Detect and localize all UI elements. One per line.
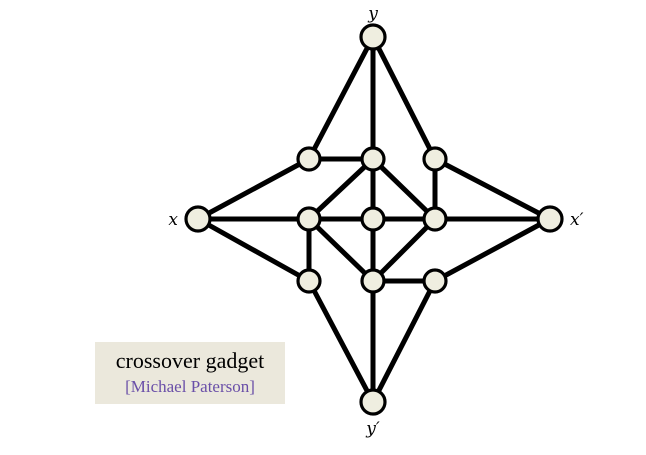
caption-credit: [Michael Paterson] (125, 377, 255, 396)
edge-lr-xp (432, 216, 553, 284)
node-xp (536, 205, 564, 233)
node-ul (296, 146, 322, 172)
edge-ll-yp (306, 278, 376, 405)
edge-lr-yp (370, 278, 438, 405)
node-c (360, 206, 386, 232)
edge-x-ll (195, 216, 312, 284)
node-ll (296, 268, 322, 294)
edge-um-mr (370, 156, 438, 222)
node-lr (422, 268, 448, 294)
edge-ml-lm (306, 216, 376, 284)
label-yp: y′ (365, 419, 380, 439)
edge-mr-lm (370, 216, 438, 284)
terminal-labels: y y′ x x′ (168, 4, 583, 439)
edge-um-ml (306, 156, 376, 222)
node-yp (359, 388, 387, 416)
node-ml (296, 206, 322, 232)
edge-ul-x (195, 156, 312, 222)
node-y (359, 23, 387, 51)
label-x: x (168, 210, 178, 230)
node-um (360, 146, 386, 172)
graph-nodes (184, 23, 564, 416)
edge-y-ur (370, 34, 438, 162)
node-lm (360, 268, 386, 294)
caption-box: crossover gadget [Michael Paterson] (95, 342, 285, 404)
node-ur (422, 146, 448, 172)
edge-y-ul (306, 34, 376, 162)
caption-title: crossover gadget (115, 348, 265, 373)
node-x (184, 205, 212, 233)
label-y: y (367, 4, 378, 24)
label-xp: x′ (570, 210, 584, 230)
edge-ur-xp (432, 156, 553, 222)
node-mr (422, 206, 448, 232)
